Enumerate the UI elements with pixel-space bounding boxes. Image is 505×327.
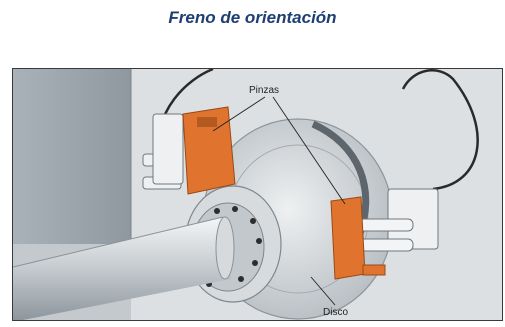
disco-label: Disco [323, 307, 348, 318]
pinzas-callout-lines [212, 96, 346, 205]
page-title: Freno de orientación [168, 8, 337, 27]
housing-wall [13, 69, 131, 244]
pinzas-label: Pinzas [249, 85, 279, 96]
right-cable [401, 69, 479, 191]
left-caliper [142, 106, 236, 195]
main-shaft [13, 216, 235, 320]
yaw-brake-diagram: Pinzas Disco [12, 68, 503, 321]
disco-callout-line [310, 276, 336, 306]
yaw-brake-illustration: Pinzas Disco [13, 69, 502, 320]
right-caliper [330, 188, 439, 280]
